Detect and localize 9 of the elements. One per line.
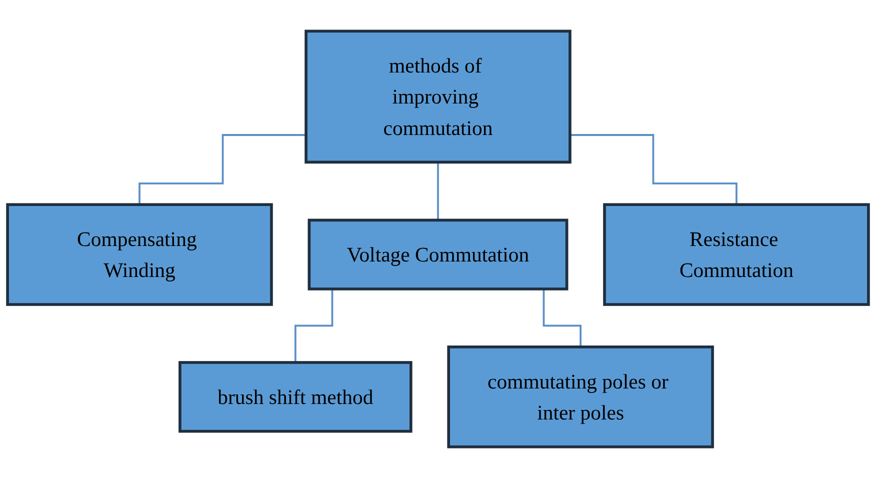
connector: [138, 134, 306, 206]
connector: [570, 134, 738, 206]
connector: [437, 161, 439, 222]
node-box: methods of improving commutation: [304, 30, 572, 164]
node-box: Voltage Commutation: [308, 218, 568, 290]
node-box: brush shift method: [178, 361, 412, 433]
node-box: commutating poles or inter poles: [447, 346, 714, 448]
node-box: Resistance Commutation: [603, 203, 870, 306]
node-box: Compensating Winding: [6, 203, 273, 306]
